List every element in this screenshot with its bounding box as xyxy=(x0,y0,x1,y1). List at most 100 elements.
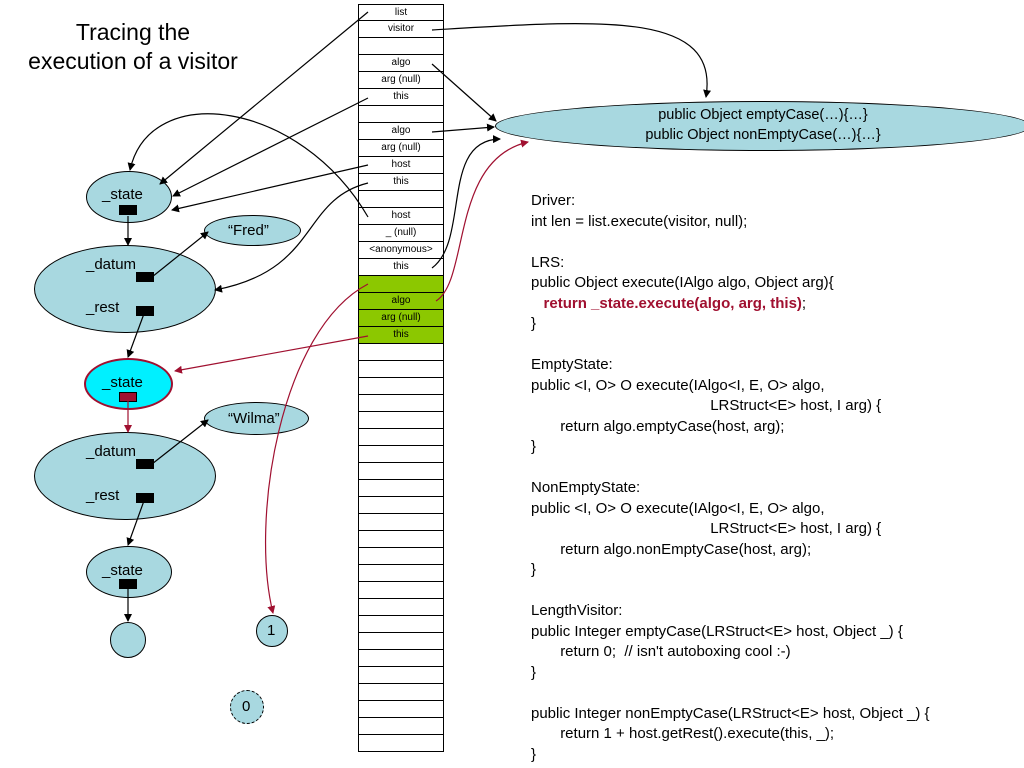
datum-pointer-2 xyxy=(136,459,154,469)
stack-cell-host: host xyxy=(358,157,444,174)
stack-cell-this: this xyxy=(358,174,444,191)
fred-value-node xyxy=(204,215,301,246)
state-label-2: _state xyxy=(102,374,143,391)
arrow-this2-to-node1 xyxy=(214,182,369,293)
stack-cell-empty xyxy=(358,480,444,497)
arrow-this-red-to-state2 xyxy=(174,335,369,374)
slide-title: Tracing the execution of a visitor xyxy=(8,18,258,76)
node-1 xyxy=(34,245,216,333)
stack-cell-empty xyxy=(358,446,444,463)
arrow-datum2-to-wilma xyxy=(151,419,209,465)
result-one-label: 1 xyxy=(267,622,276,639)
code-line: } xyxy=(531,745,537,763)
stack-cell-arg-null: arg (null) xyxy=(358,310,444,327)
code-line: public Integer emptyCase(LRStruct<E> hos… xyxy=(531,622,903,640)
stack-cell-empty xyxy=(358,599,444,616)
arrow-host-to-state1 xyxy=(171,164,369,213)
arrow-this3-to-methods xyxy=(431,135,501,269)
arrow-rest1-to-state2 xyxy=(126,310,146,358)
stack-cell-empty xyxy=(358,718,444,735)
code-line: return 1 + host.getRest().execute(this, … xyxy=(560,725,835,742)
state-label-3: _state xyxy=(102,562,143,579)
code-line: LengthVisitor: xyxy=(531,602,623,619)
arrow-algo-red-to-methods xyxy=(435,139,529,302)
visitor-methods-text: public Object emptyCase(…){…} public Obj… xyxy=(495,105,1024,145)
state-label-1: _state xyxy=(102,186,143,203)
result-one-node xyxy=(256,615,288,647)
stack-cell-empty xyxy=(358,412,444,429)
code-line: public <I, O> O execute(IAlgo<I, E, O> a… xyxy=(531,499,825,517)
stack-cell-algo: algo xyxy=(358,293,444,310)
arrow-this-to-state1 xyxy=(172,97,369,197)
title-line-2: execution of a visitor xyxy=(28,48,238,74)
stack-cell-empty xyxy=(358,650,444,667)
stack-cell-arg-null: arg (null) xyxy=(358,140,444,157)
code-line: } xyxy=(531,663,537,681)
fred-label: “Fred” xyxy=(228,222,269,239)
stack-cell-anonymous: <anonymous> xyxy=(358,242,444,259)
stack-cell-empty xyxy=(358,701,444,718)
stack-cell-empty xyxy=(358,531,444,548)
code-line: LRStruct<E> host, I arg) { xyxy=(710,520,882,537)
code-line: NonEmptyState: xyxy=(531,479,641,496)
stack-cell-empty xyxy=(358,633,444,650)
code-line: public Object execute(IAlgo algo, Object… xyxy=(531,274,834,291)
code-line: } xyxy=(531,561,537,578)
stack-cell-empty xyxy=(358,616,444,633)
null-node xyxy=(110,622,146,658)
stack-cell-empty xyxy=(358,582,444,599)
stack-cell-host: host xyxy=(358,208,444,225)
state-pointer-3 xyxy=(119,579,137,589)
code-line: int len = list.execute(visitor, null); xyxy=(531,212,748,230)
result-zero-node xyxy=(230,690,264,724)
stack-cell-empty xyxy=(358,514,444,531)
visitor-methods-node: public Object emptyCase(…){…} public Obj… xyxy=(495,101,1024,151)
arrow-host2-loop xyxy=(127,113,369,218)
code-line: LRS: xyxy=(531,253,565,271)
stack-cell-empty xyxy=(358,38,444,55)
rest-label-2: _rest xyxy=(86,487,120,504)
stack-cell-empty xyxy=(358,463,444,480)
stack-cell-this: this xyxy=(358,327,444,344)
rest-label-1: _rest xyxy=(86,299,120,316)
visitor-methods-oval xyxy=(495,101,1024,151)
code-line: public Integer nonEmptyCase(LRStruct<E> … xyxy=(531,704,930,722)
stack-cell-null: _ (null) xyxy=(358,225,444,242)
stack-cell-this: this xyxy=(358,89,444,106)
code-line: } xyxy=(531,438,537,455)
datum-label-1: _datum xyxy=(86,256,137,273)
wilma-value-node xyxy=(204,402,309,435)
stack-cell-algo: algo xyxy=(358,55,444,72)
state-node-3 xyxy=(86,546,172,598)
stack-cell-empty xyxy=(358,735,444,752)
stack-cell-empty xyxy=(358,106,444,123)
code-line: ; xyxy=(801,294,807,312)
arrow-green-to-result xyxy=(265,283,369,614)
stack-cell-empty xyxy=(358,361,444,378)
code-line: Driver: xyxy=(531,192,576,209)
stack-cell-empty xyxy=(358,191,444,208)
stack-cell-this: this xyxy=(358,259,444,276)
stack-cell-empty xyxy=(358,378,444,395)
stack-cell-empty xyxy=(358,684,444,701)
stack-cell-empty xyxy=(358,395,444,412)
title-line-1: Tracing the xyxy=(75,19,191,45)
code-line: } xyxy=(531,315,537,332)
state-pointer-1 xyxy=(119,205,137,215)
code-line: return 0; // isn't autoboxing cool :-) xyxy=(560,643,791,660)
arrow-algo2-to-methods xyxy=(431,123,495,133)
stack-cell-arg-null: arg (null) xyxy=(358,72,444,89)
result-zero-label: 0 xyxy=(242,698,251,715)
code-line: return algo.nonEmptyCase(host, arg); xyxy=(560,540,812,558)
stack-cell-empty xyxy=(358,667,444,684)
code-line: return algo.emptyCase(host, arg); xyxy=(560,417,785,435)
node-2 xyxy=(34,432,216,520)
code-line: public <I, O> O execute(IAlgo<I, E, O> a… xyxy=(531,376,825,394)
arrow-rest2-to-state3 xyxy=(126,497,146,546)
non-empty-case-method: public Object nonEmptyCase(…){…} xyxy=(645,127,881,143)
empty-case-method: public Object emptyCase(…){…} xyxy=(658,107,868,123)
arrow-visitor-to-methods xyxy=(431,23,712,98)
code-listing: Driver: int len = list.execute(visitor, … xyxy=(531,191,930,765)
